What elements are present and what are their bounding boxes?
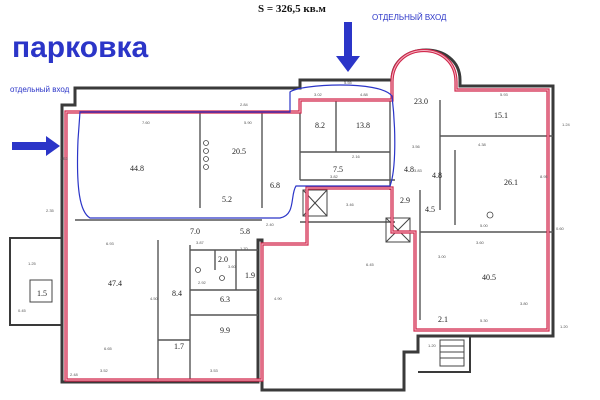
- room-area-label: 4.8: [432, 171, 442, 180]
- room-area-label: 13.8: [356, 121, 370, 130]
- room-area-label: 9.9: [220, 326, 230, 335]
- fixture: [486, 211, 494, 219]
- room-area-label: 26.1: [504, 178, 518, 187]
- room-labels: 44.8 20.5 5.2 6.8 8.2 13.8 7.5 23.0 15.1…: [37, 97, 518, 351]
- dim-label: 3.53: [210, 368, 219, 373]
- dim-label: 5.00: [480, 223, 489, 228]
- room-area-label: 7.0: [190, 227, 200, 236]
- dim-label: 2.48: [70, 372, 79, 377]
- dim-label: 3.80: [520, 301, 529, 306]
- dimension-labels: 7.60 5.90 2.84 5.55 3.02 4.88 3.56 4.38 …: [18, 80, 571, 377]
- room-area-label: 5.8: [240, 227, 250, 236]
- dim-label: 6.65: [104, 346, 113, 351]
- dim-label: 5.55: [344, 80, 353, 85]
- arrow-down-icon: [336, 22, 360, 72]
- dim-label: 1.20: [428, 343, 437, 348]
- fixture: [219, 275, 225, 281]
- dim-label: 2.35: [46, 208, 55, 213]
- dim-label: 0.45: [18, 308, 27, 313]
- dim-label: 1.24: [562, 122, 571, 127]
- parking-label: парковка: [12, 31, 149, 64]
- room-area-label: 7.5: [333, 165, 343, 174]
- dim-label: 6.45: [366, 262, 375, 267]
- room-area-label: 1.5: [37, 289, 47, 298]
- fixture: [203, 148, 209, 154]
- dim-label: 3.60: [476, 240, 485, 245]
- dim-label: 3.87: [196, 240, 205, 245]
- room-area-label: 1.9: [245, 271, 255, 280]
- arrow-left-icon: [12, 136, 60, 156]
- room-area-label: 2.9: [400, 196, 410, 205]
- room-area-label: 15.1: [494, 111, 508, 120]
- room-area-label: 4.8: [404, 165, 414, 174]
- right-stair-wall: [418, 335, 471, 373]
- fixture: [203, 140, 209, 146]
- dim-label: 1.25: [28, 261, 37, 266]
- room-area-label: 2.0: [218, 255, 228, 264]
- stairs: [439, 339, 465, 367]
- fixtures: [195, 140, 494, 281]
- fixture: [203, 164, 209, 170]
- dim-label: 3.60: [228, 264, 237, 269]
- dim-label: 3.82: [330, 174, 339, 179]
- elevator-shaft: [385, 217, 411, 243]
- room-area-label: 6.3: [220, 295, 230, 304]
- dim-label: 2.40: [266, 222, 275, 227]
- dim-label: 3.46: [346, 202, 355, 207]
- dim-label: 5.93: [500, 92, 509, 97]
- entrance-top-label: ОТДЕЛЬНЫЙ ВХОД: [372, 13, 447, 22]
- dim-label: 8.95: [540, 174, 549, 179]
- room-area-label: 5.2: [222, 195, 232, 204]
- room-area-label: 8.2: [315, 121, 325, 130]
- room-area-label: 20.5: [232, 147, 246, 156]
- dim-label: 5.90: [244, 120, 253, 125]
- dim-label: 3.56: [412, 144, 421, 149]
- dim-label: 2.84: [240, 102, 249, 107]
- room-area-label: 44.8: [130, 164, 144, 173]
- total-area-label: S = 326,5 кв.м: [258, 3, 326, 15]
- stairs: [29, 279, 53, 303]
- dim-label: 3.83: [414, 168, 423, 173]
- dim-label: 2.16: [352, 154, 361, 159]
- dim-label: 4.90: [274, 296, 283, 301]
- room-area-label: 1.7: [174, 342, 184, 351]
- entrance-left-label: отдельный вход: [10, 85, 70, 94]
- entrance-arrows: [12, 22, 360, 156]
- parking-zone-outline: [76, 84, 396, 219]
- dim-label: 7.60: [142, 120, 151, 125]
- room-area-label: 47.4: [108, 279, 122, 288]
- boundary-outline-inner: [65, 50, 549, 381]
- dim-label: 3.00: [438, 254, 447, 259]
- room-area-label: 4.5: [425, 205, 435, 214]
- dim-label: 1.70: [240, 246, 249, 251]
- room-area-label: 40.5: [482, 273, 496, 282]
- room-area-label: 6.8: [270, 181, 280, 190]
- dim-label: 4.50: [150, 296, 159, 301]
- room-area-label: 8.4: [172, 289, 182, 298]
- shaft-cross: [385, 217, 411, 243]
- parking-outline: [76, 84, 396, 219]
- fixture: [195, 267, 201, 273]
- dim-label: 4.88: [360, 92, 369, 97]
- fixture: [203, 156, 209, 162]
- dim-label: 0.60: [556, 226, 565, 231]
- dim-label: 3.02: [314, 92, 323, 97]
- rental-boundary: [64, 49, 550, 382]
- room-area-label: 2.1: [438, 315, 448, 324]
- dim-label: 3.53: [60, 156, 69, 161]
- dim-label: 4.38: [478, 142, 487, 147]
- dim-label: 1.20: [560, 324, 569, 329]
- elevator-shaft: [302, 189, 328, 217]
- dim-label: 5.30: [480, 318, 489, 323]
- dim-label: 2.92: [198, 280, 207, 285]
- left-annex-wall: [9, 237, 62, 326]
- dim-label: 3.52: [100, 368, 109, 373]
- dim-label: 6.93: [106, 241, 115, 246]
- room-area-label: 23.0: [414, 97, 428, 106]
